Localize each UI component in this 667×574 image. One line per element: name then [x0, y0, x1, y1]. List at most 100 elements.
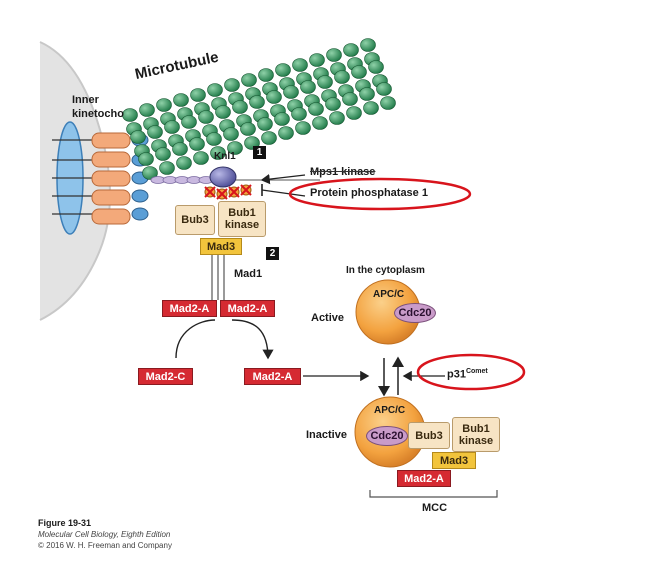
microtubule-subunit: [283, 85, 299, 99]
mps1-kinase-label: Mps1 kinase: [310, 166, 376, 178]
microtubule-subunit: [189, 137, 205, 151]
figure-caption-copyright: © 2016 W. H. Freeman and Company: [38, 541, 172, 550]
p31-comet-sup: Comet: [465, 368, 488, 375]
mcc-mad3-box: Mad3: [432, 452, 476, 469]
microtubule-subunit: [198, 110, 214, 124]
mcc-label: MCC: [422, 502, 448, 514]
mad3-box: Mad3: [200, 238, 242, 255]
bub1-kinase-box: Bub1 kinase: [218, 201, 266, 237]
microtubule-subunit: [156, 98, 172, 112]
mad2a-right-box: Mad2-A: [220, 300, 275, 317]
microtubule-subunit: [207, 83, 223, 97]
apcc-active-label: APC/C: [373, 289, 405, 300]
microtubule-subunit: [210, 146, 226, 160]
pp1-inhibit-line: [261, 189, 306, 197]
microtubule-subunit: [159, 161, 175, 175]
mad2-arc-left: [175, 319, 216, 359]
step-2-badge: 2: [266, 247, 279, 260]
microtubule-subunit: [278, 126, 294, 140]
microtubule-subunit: [295, 121, 311, 135]
mad1-label: Mad1: [234, 268, 263, 280]
microtubule-subunit: [343, 43, 359, 57]
microtubule-subunit: [206, 132, 222, 146]
microtubule-subunit: [258, 68, 274, 82]
ndc80-stack: [91, 132, 131, 225]
knl1-chain: [150, 176, 214, 184]
microtubule-subunit: [224, 78, 240, 92]
mad1-coil: [211, 255, 225, 300]
mcc-bub1-kinase-box: Bub1 kinase: [452, 417, 500, 452]
mcc-kinase-label: kinase: [458, 434, 494, 447]
microtubule-subunit: [292, 58, 308, 72]
kinase-label: kinase: [224, 219, 260, 231]
p31-label: p31Comet: [447, 368, 488, 381]
pp1-label: Protein phosphatase 1: [310, 187, 428, 199]
microtubule-subunit: [176, 156, 192, 170]
mad2-arc-right: [231, 319, 274, 360]
mad2c-box: Mad2-C: [138, 368, 193, 385]
p31-highlight: [416, 353, 526, 391]
mcc-bracket: [369, 490, 498, 498]
knl1-head: [209, 166, 237, 188]
bub3-box: Bub3: [175, 205, 215, 235]
p31-text: p31: [447, 368, 466, 381]
microtubule-subunit: [334, 70, 350, 84]
bub1-label: Bub1: [228, 207, 256, 219]
microtubule-subunit: [193, 151, 209, 165]
microtubule-subunit: [266, 90, 282, 104]
cdc20-active: Cdc20: [394, 303, 436, 323]
kinetochore-links: [52, 139, 95, 215]
mps1-arrow: [260, 173, 306, 185]
microtubule-subunit: [308, 102, 324, 116]
step-1-badge: 1: [253, 146, 266, 159]
microtubule-subunit: [325, 97, 341, 111]
microtubule-subunit: [363, 101, 379, 115]
microtubule-subunit: [309, 53, 325, 67]
microtubule-subunit: [274, 112, 290, 126]
mad2a-left-box: Mad2-A: [162, 300, 217, 317]
microtubule-subunit: [257, 117, 273, 131]
microtubule-subunit: [275, 63, 291, 77]
microtubule-subunit: [312, 116, 328, 130]
microtubule-subunit: [232, 100, 248, 114]
microtubule-subunit: [181, 115, 197, 129]
microtubule-subunit: [215, 105, 231, 119]
microtubule-lattice: [122, 38, 396, 180]
microtubule-subunit: [172, 142, 188, 156]
figure-caption-title: Figure 19-31: [38, 518, 92, 528]
knl1-label: Knl1: [214, 151, 236, 162]
mcc-bub3-box: Bub3: [408, 422, 450, 449]
microtubule-subunit: [223, 127, 239, 141]
microtubule-subunit: [346, 106, 362, 120]
inactive-label: Inactive: [306, 429, 347, 441]
microtubule-subunit: [300, 80, 316, 94]
microtubule-subunit: [155, 147, 171, 161]
cdc20-inactive: Cdc20: [366, 426, 408, 446]
phospho-x-marks: [204, 184, 252, 200]
microtubule-subunit: [164, 120, 180, 134]
microtubule-subunit: [139, 103, 155, 117]
microtubule-subunit: [329, 111, 345, 125]
microtubule-subunit: [241, 73, 257, 87]
figure-caption-book: Molecular Cell Biology, Eighth Edition: [38, 530, 171, 539]
apcc-inactive-label: APC/C: [374, 405, 406, 416]
microtubule-subunit: [249, 95, 265, 109]
inner-kinetochore-label-1: Inner: [72, 94, 99, 106]
mad2a-free-box: Mad2-A: [244, 368, 301, 385]
microtubule-subunit: [130, 130, 146, 144]
microtubule-subunit: [368, 60, 384, 74]
microtubule-subunit: [142, 166, 158, 180]
microtubule-subunit: [380, 96, 396, 110]
microtubule-subunit: [342, 92, 358, 106]
mcc-bub1-label: Bub1: [462, 422, 490, 435]
microtubule-subunit: [147, 125, 163, 139]
microtubule-subunit: [360, 38, 376, 52]
microtubule-subunit: [291, 107, 307, 121]
microtubule-subunit: [326, 48, 342, 62]
inner-kinetochore-label-2: kinetocho: [72, 108, 124, 120]
microtubule-subunit: [122, 108, 138, 122]
microtubule-subunit: [173, 93, 189, 107]
microtubule-subunit: [359, 87, 375, 101]
